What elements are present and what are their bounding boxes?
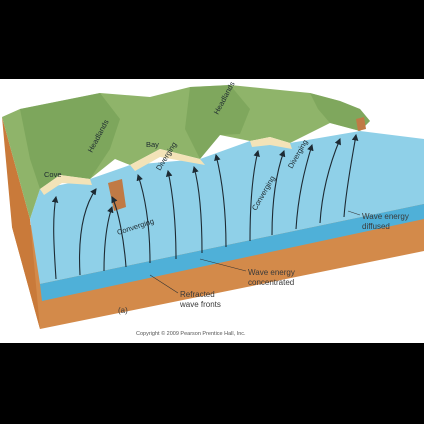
bay-beach: [130, 149, 205, 171]
label-bay: Bay: [146, 140, 159, 149]
arrow: [319, 137, 341, 224]
label-cove: Cove: [44, 170, 62, 179]
arrow: [271, 149, 286, 236]
land-shading-3: [310, 93, 370, 131]
right-beach: [250, 137, 292, 149]
arrow: [103, 205, 114, 272]
label-refracted-2: wave fronts: [179, 300, 221, 309]
arrow: [295, 143, 314, 230]
sea-surface: [30, 131, 424, 284]
sea-side-band: [40, 204, 424, 301]
arrow: [136, 173, 151, 264]
block-left-side: [2, 117, 40, 329]
leader-lines: [149, 210, 361, 294]
label-wave-energy-diffused-1: Wave energy: [362, 212, 409, 221]
arrow: [214, 153, 227, 248]
diagram-panel: Headlands Headlands Bay Cove Diverging D…: [0, 79, 424, 343]
arrow: [79, 188, 97, 276]
label-refracted-1: Refracted: [180, 290, 215, 299]
panel-letter: (a): [118, 306, 128, 315]
arrow: [192, 165, 203, 254]
arrow: [165, 169, 177, 260]
arrow: [51, 195, 59, 280]
sea-stack-right: [356, 117, 366, 131]
label-wave-energy-concentrated-2: concentrated: [248, 278, 294, 287]
land-shading-2: [185, 85, 250, 159]
land-shading: [20, 93, 120, 189]
label-wave-energy-concentrated-1: Wave energy: [248, 268, 295, 277]
arrow: [249, 149, 260, 242]
wave-arrows: [51, 133, 359, 280]
wave-refraction-diagram: Headlands Headlands Bay Cove Diverging D…: [2, 80, 424, 337]
arrow: [111, 196, 127, 268]
label-wave-energy-diffused-2: diffused: [362, 222, 390, 231]
arrow: [343, 133, 359, 218]
cove-beach: [40, 175, 92, 195]
copyright-notice: Copyright © 2009 Pearson Prentice Hall, …: [136, 330, 246, 337]
